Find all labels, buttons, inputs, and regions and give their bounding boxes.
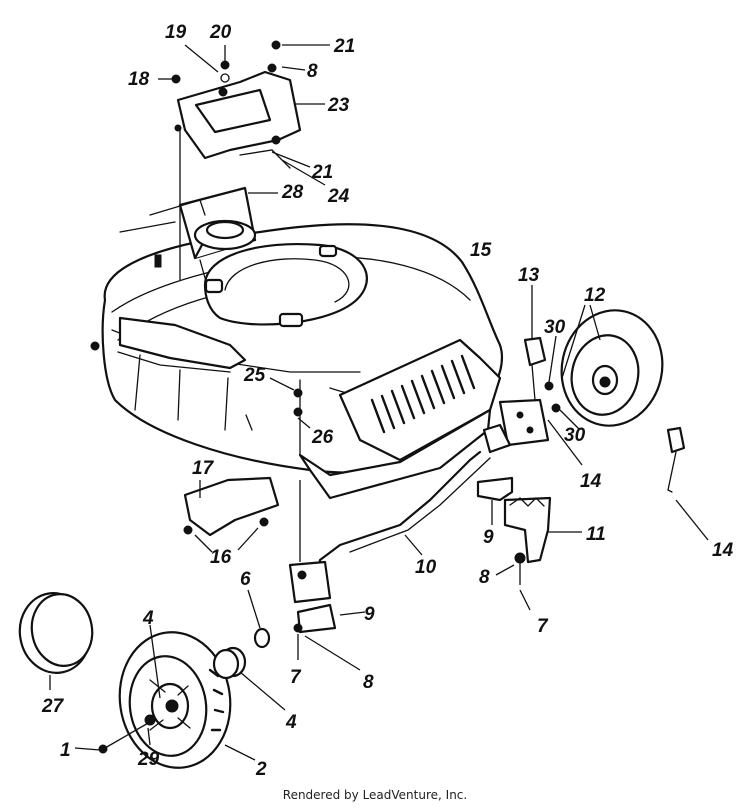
callout-8a: 8 bbox=[307, 61, 318, 82]
callout-9a: 9 bbox=[483, 527, 494, 548]
front-left-wheel bbox=[74, 624, 256, 769]
rear-right-wheel bbox=[560, 304, 664, 427]
deck-fasteners bbox=[90, 341, 311, 553]
axle-brackets bbox=[476, 476, 582, 611]
callout-14a: 14 bbox=[580, 471, 602, 492]
callout-1: 1 bbox=[60, 740, 71, 761]
fasteners-top bbox=[158, 40, 330, 194]
callout-2: 2 bbox=[255, 759, 267, 780]
callout-13: 13 bbox=[518, 265, 540, 286]
callout-7a: 7 bbox=[290, 667, 302, 688]
hub-cap bbox=[18, 592, 94, 690]
callout-11: 11 bbox=[586, 524, 606, 545]
engine-mount bbox=[119, 130, 257, 280]
callout-12: 12 bbox=[584, 285, 606, 306]
height-adjuster-right bbox=[482, 285, 583, 466]
callout-10: 10 bbox=[415, 557, 437, 578]
wheel-bushings bbox=[212, 589, 286, 711]
callout-16: 16 bbox=[210, 547, 232, 568]
callout-23: 23 bbox=[327, 95, 350, 116]
callout-9b: 9 bbox=[364, 604, 375, 625]
callout-labels: 1 2 4 4 6 7 7 8 8 8 9 9 10 11 12 13 14 1… bbox=[41, 22, 734, 780]
handle-cover bbox=[174, 63, 302, 169]
callout-30b: 30 bbox=[564, 425, 586, 446]
callout-21b: 21 bbox=[311, 162, 333, 183]
callout-7b: 7 bbox=[537, 616, 549, 637]
callout-27: 27 bbox=[41, 696, 65, 717]
callout-30a: 30 bbox=[544, 317, 566, 338]
callout-6: 6 bbox=[240, 569, 251, 590]
callout-15: 15 bbox=[470, 240, 492, 261]
callout-14b: 14 bbox=[712, 540, 734, 561]
callout-28: 28 bbox=[281, 182, 304, 203]
mower-deck bbox=[101, 223, 504, 500]
height-adjuster-left bbox=[288, 480, 366, 671]
callout-4b: 4 bbox=[285, 712, 297, 733]
rear-axle bbox=[316, 450, 491, 574]
callout-20: 20 bbox=[209, 22, 232, 43]
callout-17: 17 bbox=[192, 458, 215, 479]
callout-26: 26 bbox=[311, 427, 334, 448]
callout-19: 19 bbox=[165, 22, 187, 43]
callout-18: 18 bbox=[128, 69, 150, 90]
callout-24: 24 bbox=[327, 186, 350, 207]
render-credit: Rendered by LeadVenture, Inc. bbox=[282, 788, 468, 802]
callout-29: 29 bbox=[137, 749, 160, 770]
callout-8c: 8 bbox=[363, 672, 374, 693]
callout-25: 25 bbox=[243, 365, 266, 386]
callout-21a: 21 bbox=[333, 36, 355, 57]
callout-4a: 4 bbox=[142, 608, 154, 629]
spare-lever bbox=[666, 426, 709, 541]
callout-8b: 8 bbox=[479, 567, 490, 588]
